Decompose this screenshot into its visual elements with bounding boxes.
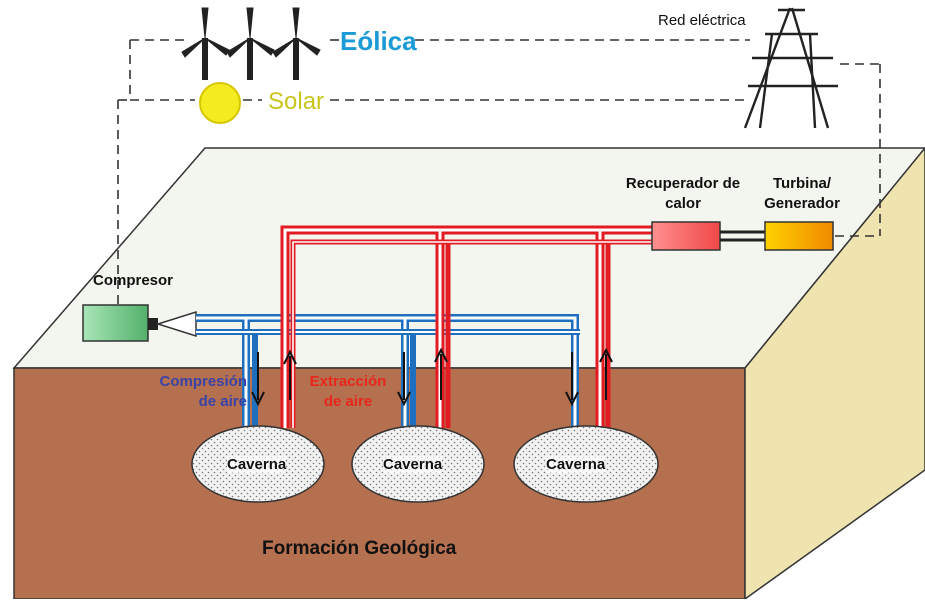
wind-turbine-icon	[181, 7, 321, 80]
cavern-2-label: Caverna	[383, 456, 443, 473]
electrical-lines	[117, 39, 881, 305]
flow-arrows	[251, 347, 613, 407]
turbine-generator	[764, 221, 834, 251]
recuperator-label: Recuperador de calor	[625, 175, 741, 212]
compressor-body	[82, 304, 149, 342]
block-side	[744, 146, 925, 601]
power-pylon-icon	[743, 7, 838, 129]
formation-label: Formación Geológica	[262, 538, 457, 559]
heat-recuperator	[651, 221, 721, 251]
solar-label: Solar	[268, 88, 325, 115]
compressor-nozzle	[155, 310, 197, 338]
compressor-label: Compresor	[93, 272, 174, 289]
wind-label: Eólica	[340, 26, 417, 56]
cavern-1-label: Caverna	[227, 456, 287, 473]
extraction-label: Extracción de aire	[309, 373, 387, 410]
sun-icon	[199, 82, 241, 124]
cavern-3-label: Caverna	[546, 456, 606, 473]
turbine-label: Turbina/ Generador	[764, 175, 840, 212]
compression-label: Compresión de aire	[159, 373, 247, 410]
grid-label: Red eléctrica	[658, 12, 746, 29]
